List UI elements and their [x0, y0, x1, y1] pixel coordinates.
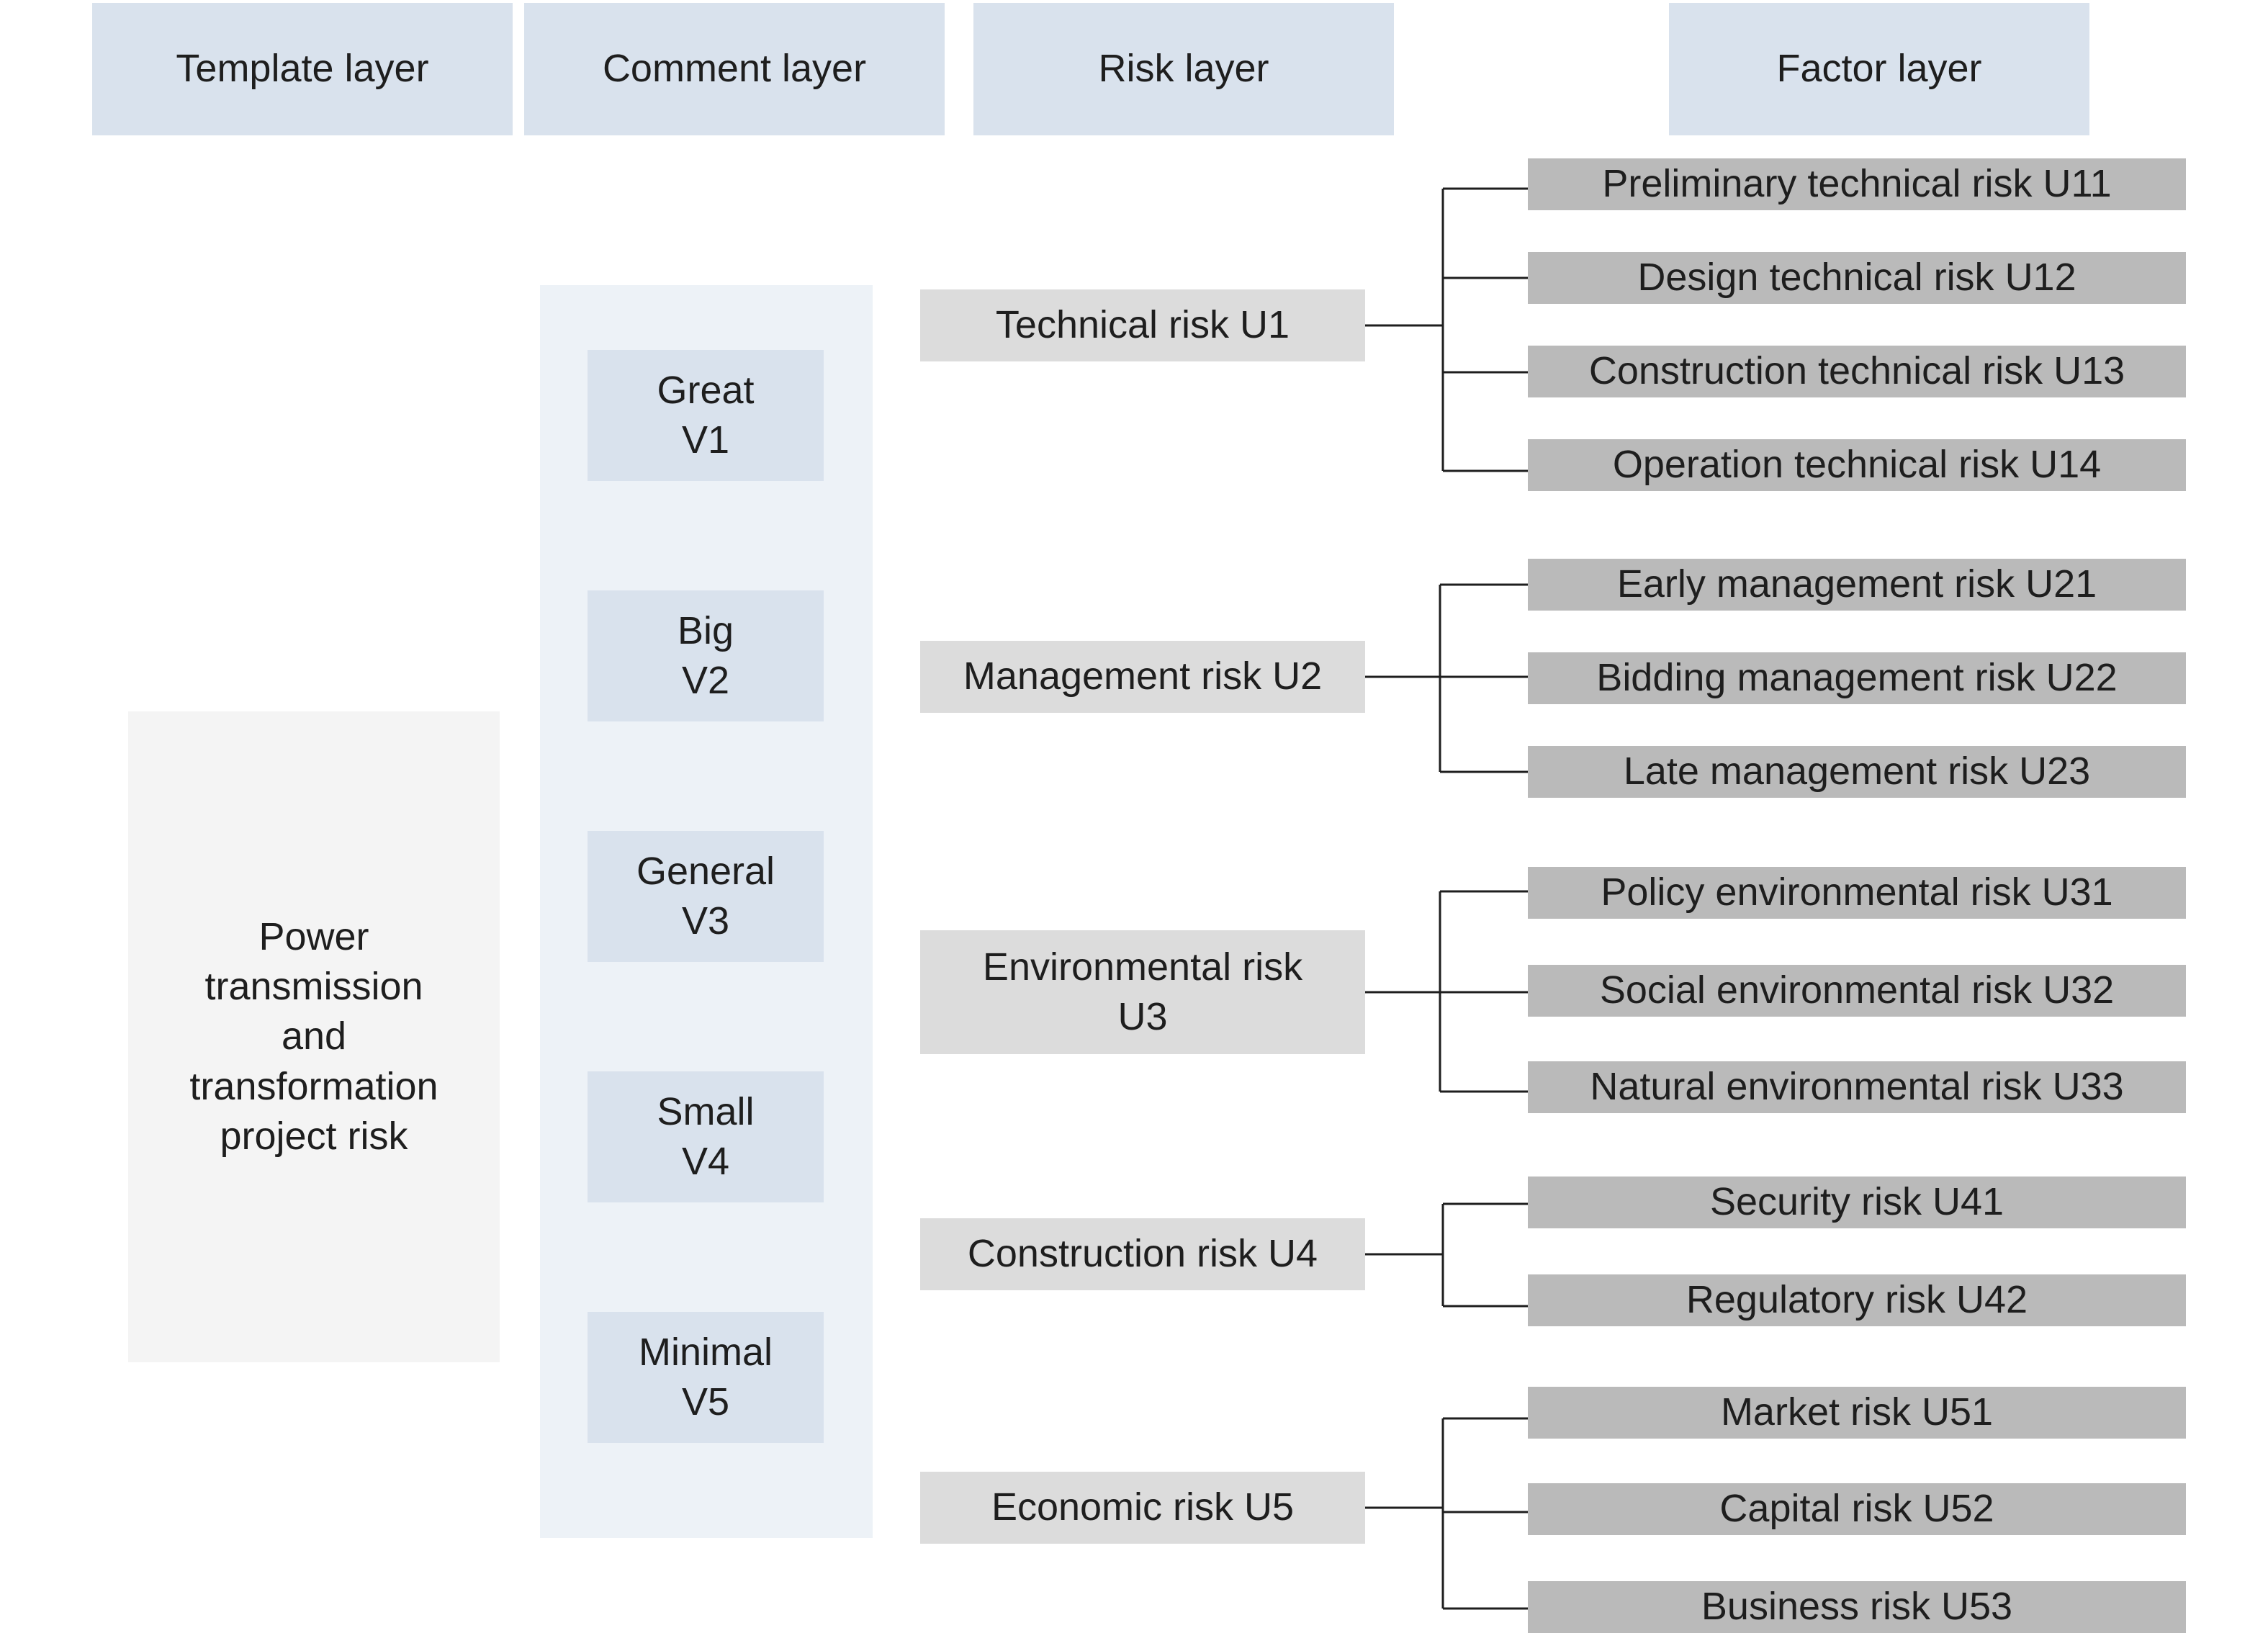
comment-node-v3: General V3	[588, 831, 824, 962]
factor-node-u11: Preliminary technical risk U11	[1528, 158, 2186, 210]
factor-label: Social environmental risk U32	[1599, 968, 2115, 1012]
risk-node-u3: Environmental risk U3	[920, 930, 1365, 1054]
factor-label: Construction technical risk U13	[1588, 349, 2125, 393]
factor-label: Design technical risk U12	[1637, 256, 2076, 300]
factor-node-u53: Business risk U53	[1528, 1581, 2186, 1633]
factor-node-u31: Policy environmental risk U31	[1528, 867, 2186, 919]
factor-node-u41: Security risk U41	[1528, 1177, 2186, 1228]
factor-label: Capital risk U52	[1719, 1487, 1994, 1531]
factor-node-u14: Operation technical risk U14	[1528, 439, 2186, 491]
factor-node-u42: Regulatory risk U42	[1528, 1274, 2186, 1326]
risk-label: Economic risk U5	[991, 1485, 1295, 1529]
header-template-label: Template layer	[176, 47, 429, 91]
factor-node-u51: Market risk U51	[1528, 1387, 2186, 1439]
factor-label: Preliminary technical risk U11	[1602, 162, 2112, 206]
factor-label: Security risk U41	[1709, 1180, 2004, 1224]
risk-label: Management risk U2	[963, 654, 1323, 698]
header-comment-layer: Comment layer	[524, 3, 945, 135]
comment-label: Small V4	[657, 1089, 755, 1183]
comment-label: Big V2	[677, 608, 734, 702]
comment-label: General V3	[636, 849, 775, 943]
comment-node-v5: Minimal V5	[588, 1312, 824, 1443]
factor-label: Late management risk U23	[1623, 750, 2091, 793]
factor-label: Operation technical risk U14	[1612, 443, 2102, 487]
factor-node-u22: Bidding management risk U22	[1528, 652, 2186, 704]
factor-node-u32: Social environmental risk U32	[1528, 965, 2186, 1017]
comment-label: Minimal V5	[638, 1330, 773, 1423]
risk-label: Construction risk U4	[967, 1232, 1318, 1276]
comment-label: Great V1	[657, 368, 755, 462]
factor-node-u12: Design technical risk U12	[1528, 252, 2186, 304]
factor-label: Bidding management risk U22	[1596, 656, 2118, 700]
comment-node-v2: Big V2	[588, 590, 824, 721]
factor-label: Early management risk U21	[1616, 562, 2097, 606]
factor-label: Natural environmental risk U33	[1590, 1065, 2124, 1109]
factor-label: Market risk U51	[1720, 1390, 1994, 1434]
risk-node-u4: Construction risk U4	[920, 1218, 1365, 1290]
comment-node-v4: Small V4	[588, 1071, 824, 1202]
factor-label: Business risk U53	[1701, 1585, 2013, 1629]
factor-node-u13: Construction technical risk U13	[1528, 346, 2186, 397]
risk-label: Environmental risk U3	[982, 945, 1303, 1038]
factor-node-u21: Early management risk U21	[1528, 559, 2186, 611]
risk-node-u2: Management risk U2	[920, 641, 1365, 713]
factor-label: Policy environmental risk U31	[1601, 871, 2113, 914]
header-template-layer: Template layer	[92, 3, 513, 135]
factor-node-u23: Late management risk U23	[1528, 746, 2186, 798]
factor-label: Regulatory risk U42	[1686, 1278, 2028, 1322]
risk-label: Technical risk U1	[995, 303, 1290, 347]
factor-node-u52: Capital risk U52	[1528, 1483, 2186, 1535]
header-factor-label: Factor layer	[1776, 47, 1982, 91]
header-factor-layer: Factor layer	[1669, 3, 2089, 135]
risk-node-u5: Economic risk U5	[920, 1472, 1365, 1544]
risk-node-u1: Technical risk U1	[920, 289, 1365, 361]
comment-node-v1: Great V1	[588, 350, 824, 481]
header-comment-label: Comment layer	[602, 47, 867, 91]
template-node: Power transmission and transformation pr…	[128, 711, 500, 1362]
header-risk-layer: Risk layer	[973, 3, 1394, 135]
template-label: Power transmission and transformation pr…	[189, 915, 438, 1158]
header-risk-label: Risk layer	[1098, 47, 1269, 91]
factor-node-u33: Natural environmental risk U33	[1528, 1061, 2186, 1113]
